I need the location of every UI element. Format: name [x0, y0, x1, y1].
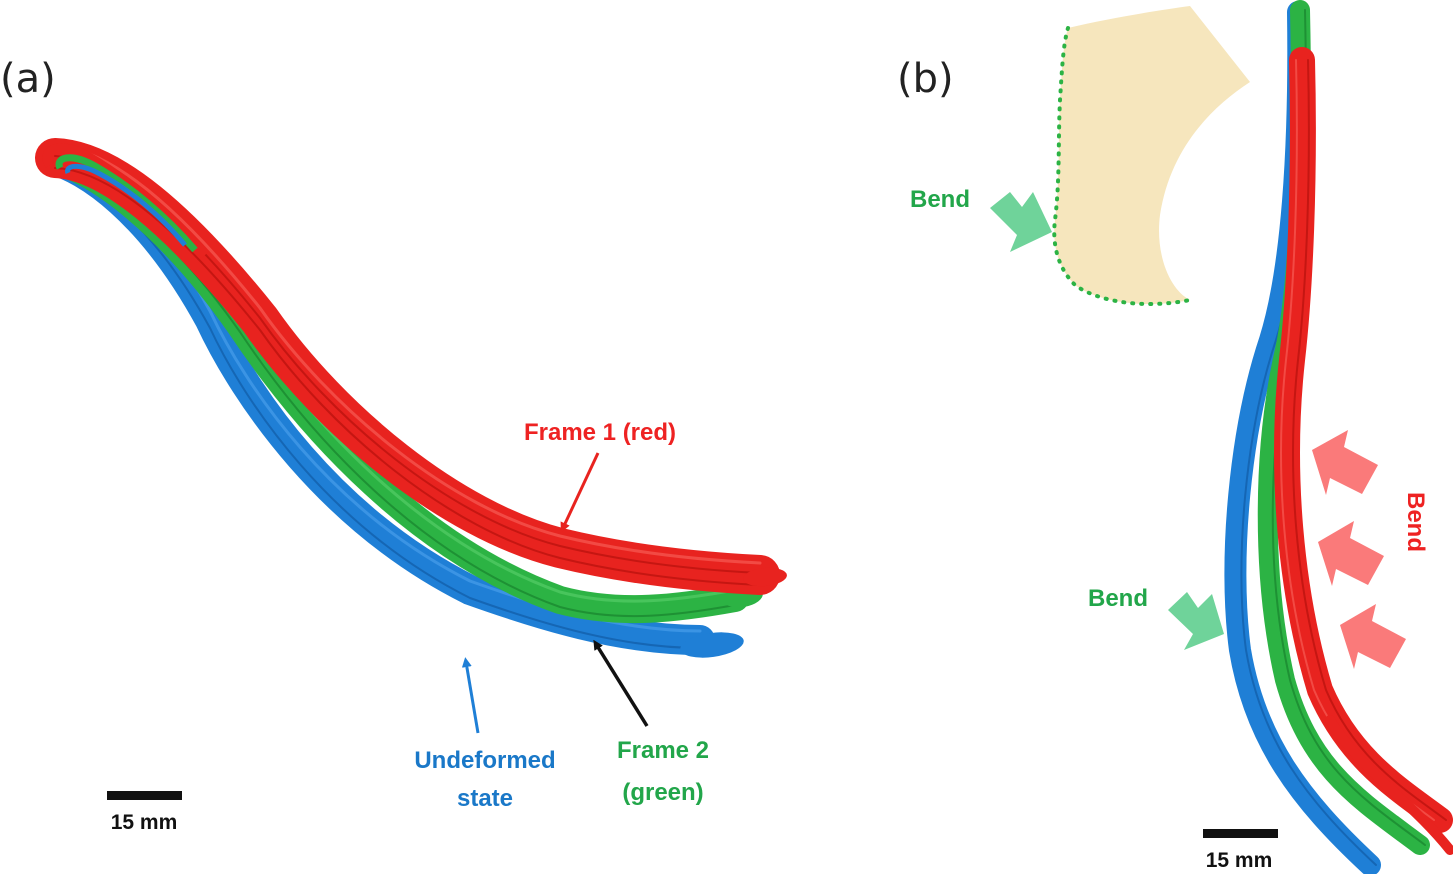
bend-label-red: Bend	[1402, 492, 1429, 552]
bend-label-upper: Bend	[910, 186, 970, 213]
red-bend-arrow-2	[1318, 521, 1384, 586]
panel-b-label: (b)	[897, 56, 954, 102]
bend-arrow-lower	[1168, 592, 1224, 650]
foot-silhouette	[1054, 6, 1250, 305]
red-bend-arrow-3	[1340, 604, 1406, 669]
frame2-label-line2: (green)	[622, 779, 703, 806]
frame1-label: Frame 1 (red)	[524, 419, 676, 446]
heel-loop	[42, 143, 209, 259]
frame2-arrow	[593, 639, 649, 727]
scale-bar-a-label: 15 mm	[111, 811, 178, 834]
panel-a-label: (a)	[0, 56, 56, 102]
scale-bar-b-label: 15 mm	[1206, 849, 1273, 872]
frame1-arrow	[560, 452, 600, 533]
panel-b: (b) Bend Bend Bend	[897, 0, 1453, 874]
undeformed-label-line1: Undeformed	[414, 747, 555, 774]
scale-bar-a	[107, 791, 182, 800]
red-bend-arrow-1	[1312, 430, 1378, 495]
undeformed-label-line2: state	[457, 785, 513, 812]
frame2-label-line1: Frame 2	[617, 737, 709, 764]
bend-label-lower: Bend	[1088, 585, 1148, 612]
bend-arrows-red	[1312, 430, 1406, 669]
undeformed-arrow	[461, 657, 480, 734]
foot-dotted-outline	[1052, 26, 1192, 306]
red-band-side	[1274, 47, 1453, 855]
scale-bar-b	[1203, 829, 1278, 838]
bend-arrow-upper	[990, 192, 1052, 252]
panel-a: (a)	[0, 56, 787, 834]
